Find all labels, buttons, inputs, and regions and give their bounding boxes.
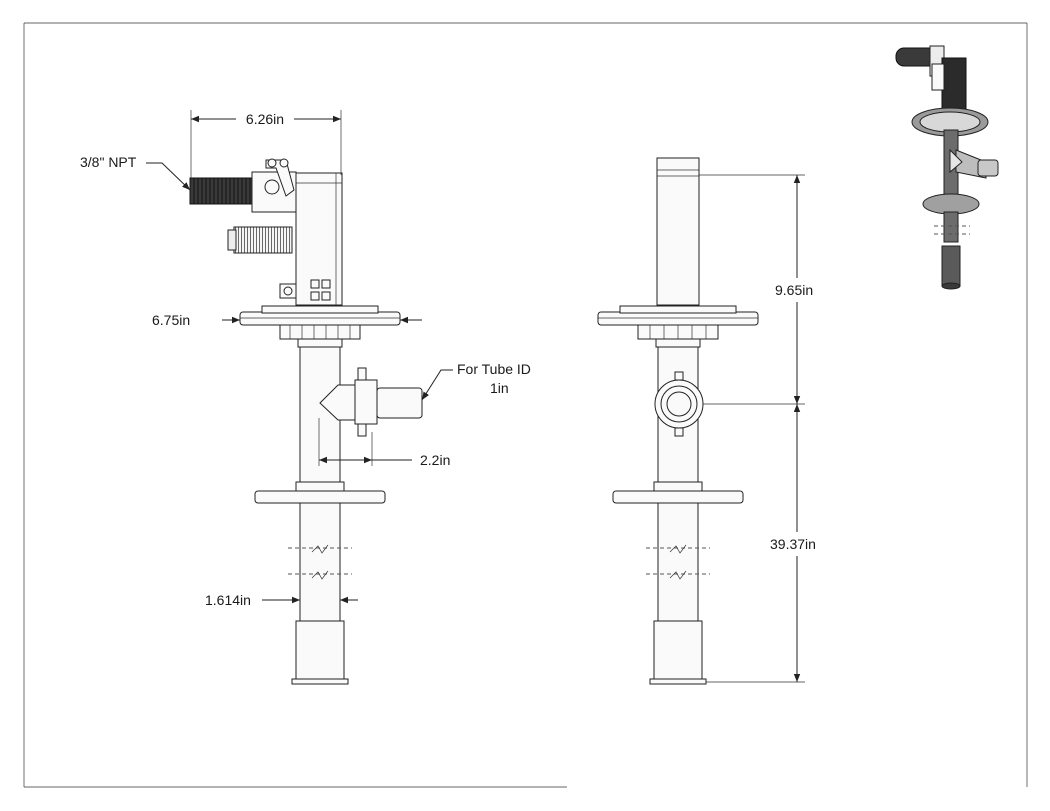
callout-tube-id: For Tube ID 1in bbox=[421, 361, 531, 401]
dim-lower-length-label: 39.37in bbox=[770, 536, 816, 552]
dim-upper-height-label: 9.65in bbox=[775, 282, 813, 298]
dimension-tube-diameter: 1.614in bbox=[205, 592, 358, 608]
front-view bbox=[597, 157, 759, 685]
dim-inlet-offset-label: 2.2in bbox=[420, 452, 450, 468]
dim-tube-diameter-label: 1.614in bbox=[205, 592, 251, 608]
callout-npt: 3/8" NPT bbox=[80, 154, 191, 191]
grip-handle bbox=[189, 177, 253, 205]
dimension-inlet-offset: 2.2in bbox=[318, 418, 450, 468]
sheet-border bbox=[23, 22, 1028, 788]
dimension-vertical: 9.65in 39.37in bbox=[699, 174, 816, 683]
dim-overall-width-label: 6.26in bbox=[246, 111, 284, 127]
dimension-flange-diameter: 6.75in bbox=[152, 312, 422, 328]
isometric-view bbox=[895, 45, 999, 290]
motor bbox=[233, 226, 293, 254]
tube-id-callout-line2: 1in bbox=[490, 380, 509, 396]
side-view bbox=[189, 158, 423, 685]
dimension-overall-width: 6.26in bbox=[190, 110, 342, 185]
tube-id-callout-line1: For Tube ID bbox=[457, 361, 531, 377]
npt-callout-label: 3/8" NPT bbox=[80, 154, 137, 170]
dim-flange-label: 6.75in bbox=[152, 312, 190, 328]
